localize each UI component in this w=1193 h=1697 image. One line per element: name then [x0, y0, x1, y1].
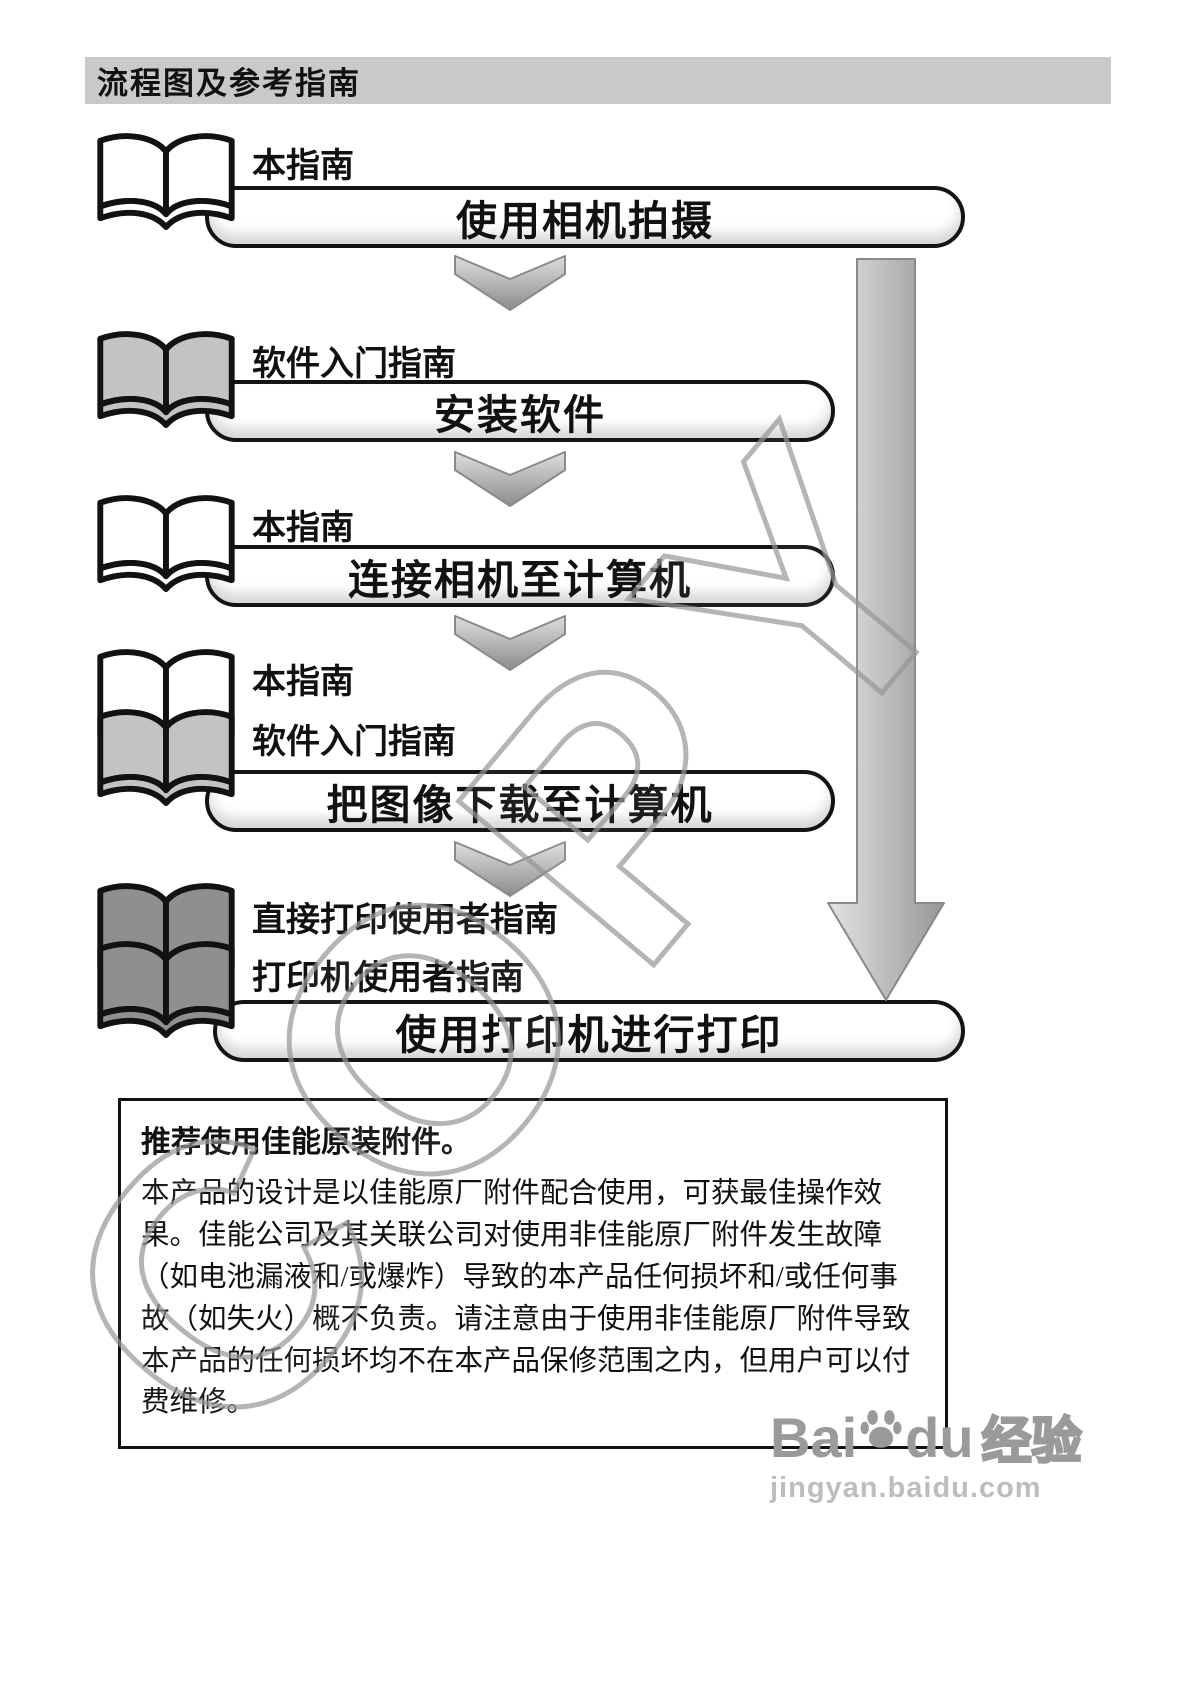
baidu-jingyan-logo: Bai du 经验 jingyan.baidu.com [770, 1408, 1130, 1505]
flow-box-connect-camera: 连接相机至计算机 [205, 545, 835, 607]
guide-label: 软件入门指南 [252, 723, 456, 761]
guide-book-icon [97, 709, 235, 806]
guide-label: 本指南 [252, 663, 354, 701]
page-title: 流程图及参考指南 [97, 66, 361, 101]
section-header-bar: 流程图及参考指南 [85, 57, 1111, 104]
down-arrow-icon [454, 451, 566, 507]
flow-box-label: 连接相机至计算机 [348, 557, 692, 603]
down-arrow-icon [454, 255, 566, 311]
guide-book-icon [97, 941, 235, 1038]
down-arrow-icon [454, 841, 566, 897]
note-box: 推荐使用佳能原装附件。 本产品的设计是以佳能原厂附件配合使用，可获最佳操作效果。… [118, 1098, 948, 1450]
flow-box-print: 使用打印机进行打印 [213, 1000, 965, 1062]
long-down-arrow-icon [827, 258, 945, 1001]
down-arrow-icon [454, 615, 566, 671]
flow-box-shoot: 使用相机拍摄 [205, 186, 965, 248]
paw-icon [860, 1410, 902, 1448]
guide-label: 软件入门指南 [252, 345, 456, 383]
guide-label: 直接打印使用者指南 [252, 901, 558, 939]
note-body: 本产品的设计是以佳能原厂附件配合使用，可获最佳操作效果。佳能公司及其关联公司对使… [141, 1178, 911, 1419]
guide-book-icon [97, 133, 235, 230]
site-url: jingyan.baidu.com [770, 1472, 1042, 1504]
flow-box-label: 使用相机拍摄 [456, 198, 714, 244]
logo-text-jingyan: 经验 [980, 1413, 1083, 1469]
guide-label: 本指南 [252, 509, 354, 547]
guide-label: 打印机使用者指南 [252, 959, 524, 997]
note-title: 推荐使用佳能原装附件。 [141, 1126, 471, 1159]
flow-box-label: 使用打印机进行打印 [395, 1012, 783, 1058]
logo-text-bai: Bai [770, 1406, 858, 1469]
logo-row: Bai du 经验 [770, 1406, 1130, 1469]
flow-box-label: 把图像下载至计算机 [326, 782, 714, 828]
guide-book-icon [97, 495, 235, 592]
flow-box-download-images: 把图像下载至计算机 [205, 770, 835, 832]
guide-label: 本指南 [252, 147, 354, 185]
flow-box-install-software: 安装软件 [205, 380, 835, 442]
guide-book-icon [97, 331, 235, 428]
logo-text-du: du [905, 1406, 974, 1469]
flow-box-label: 安装软件 [434, 392, 606, 438]
